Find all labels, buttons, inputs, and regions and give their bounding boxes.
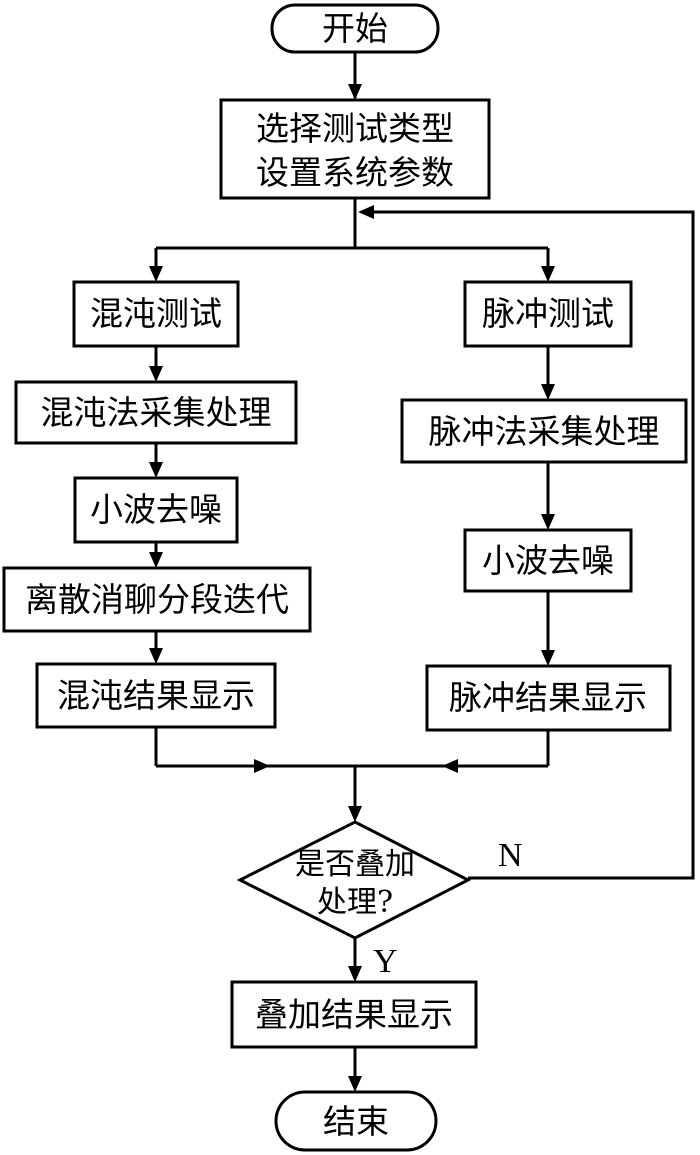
arrowhead [541,266,555,282]
arrowhead [541,650,555,666]
start-node: 开始 [270,3,440,54]
connectors [154,52,695,1086]
chaos-test-label: 混沌测试 [90,294,222,333]
pulse-result-node: 脉冲结果显示 [425,664,672,732]
arrowhead [149,366,163,382]
edge-no-loop [372,210,695,880]
pulse-acquire-node: 脉冲法采集处理 [400,398,688,464]
arrowheads [149,84,555,1092]
decision-label-line2: 处理? [317,885,393,920]
pulse-test-label: 脉冲测试 [482,294,614,333]
setup-label-line2: 设置系统参数 [256,153,454,192]
pulse-acquire-label: 脉冲法采集处理 [429,412,660,451]
branch-yes-label: Y [373,943,398,980]
arrowhead [541,384,555,400]
setup-label-line1: 选择测试类型 [256,109,454,148]
chaos-denoise-node: 小波去噪 [73,476,239,544]
arrowhead [149,462,163,478]
arrowhead [254,759,270,773]
arrowhead [149,266,163,282]
end-node: 结束 [274,1090,438,1152]
arrowhead [348,84,362,100]
arrowhead [348,806,362,822]
arrowhead [149,648,163,664]
arrowhead [541,514,555,530]
arrowhead [358,205,374,219]
chaos-denoise-label: 小波去噪 [90,490,222,529]
chaos-acquire-label: 混沌法采集处理 [41,393,272,432]
setup-node: 选择测试类型 设置系统参数 [219,98,491,200]
pulse-denoise-label: 小波去噪 [482,541,614,580]
end-label: 结束 [323,1102,389,1141]
branch-no-label: N [498,837,523,874]
arrowhead [348,1076,362,1092]
decision-label-line1: 是否叠加 [295,847,415,882]
chaos-result-label: 混沌结果显示 [57,676,255,715]
overlay-result-node: 叠加结果显示 [230,980,478,1049]
chaos-test-node: 混沌测试 [72,280,240,348]
arrowhead [348,966,362,982]
pulse-denoise-node: 小波去噪 [463,528,633,593]
decision-node: 是否叠加 处理? [236,820,472,940]
start-label: 开始 [322,9,388,48]
chaos-acquire-node: 混沌法采集处理 [14,380,298,445]
overlay-result-label: 叠加结果显示 [255,995,453,1034]
chaos-iterate-label: 离散消聊分段迭代 [25,580,289,619]
arrowhead [149,552,163,568]
pulse-test-node: 脉冲测试 [463,280,633,348]
chaos-iterate-node: 离散消聊分段迭代 [2,566,312,633]
pulse-result-label: 脉冲结果显示 [449,678,647,717]
arrowhead [442,759,458,773]
chaos-result-node: 混沌结果显示 [35,662,277,729]
